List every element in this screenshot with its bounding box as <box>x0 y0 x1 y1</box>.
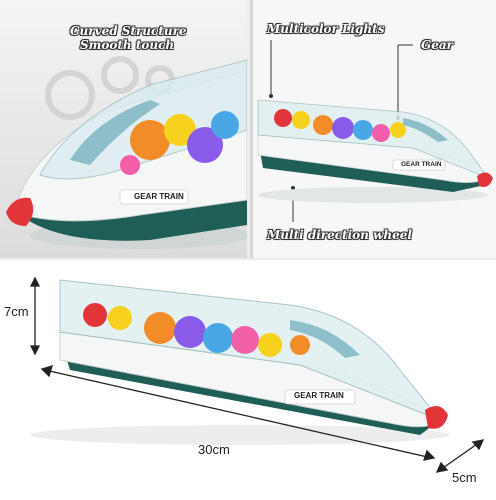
length-dimension-arrow <box>40 365 436 461</box>
callout-multicolor-lights: Multicolor Lights <box>267 22 385 36</box>
length-label: 30cm <box>198 442 230 457</box>
width-dimension-arrow <box>435 439 485 473</box>
callout-multi-direction-wheel: Multi direction wheel <box>267 228 412 242</box>
dimension-panel: GEAR TRAIN 7cm 30cm 5cm <box>0 260 496 500</box>
dimension-train-illustration <box>29 276 485 473</box>
closeup-body-print: GEAR TRAIN <box>134 192 184 201</box>
height-label: 7cm <box>4 304 29 319</box>
callout-gear: Gear <box>421 38 453 52</box>
callout-leader-lines <box>270 40 413 222</box>
height-dimension-arrow <box>29 276 41 356</box>
closeup-panel: Curved Structure Smooth touch GEAR TRAIN <box>0 0 247 258</box>
width-label: 5cm <box>452 470 477 485</box>
callout-smooth-touch: Smooth touch <box>80 38 175 52</box>
dimension-body-print: GEAR TRAIN <box>294 391 344 400</box>
side-view-panel: Multicolor Lights Gear Multi direction w… <box>250 0 496 258</box>
side-view-train-illustration <box>257 40 493 222</box>
side-view-body-print: GEAR TRAIN <box>401 161 442 168</box>
closeup-train-illustration <box>6 56 247 249</box>
callout-curved-structure: Curved Structure <box>70 24 187 38</box>
